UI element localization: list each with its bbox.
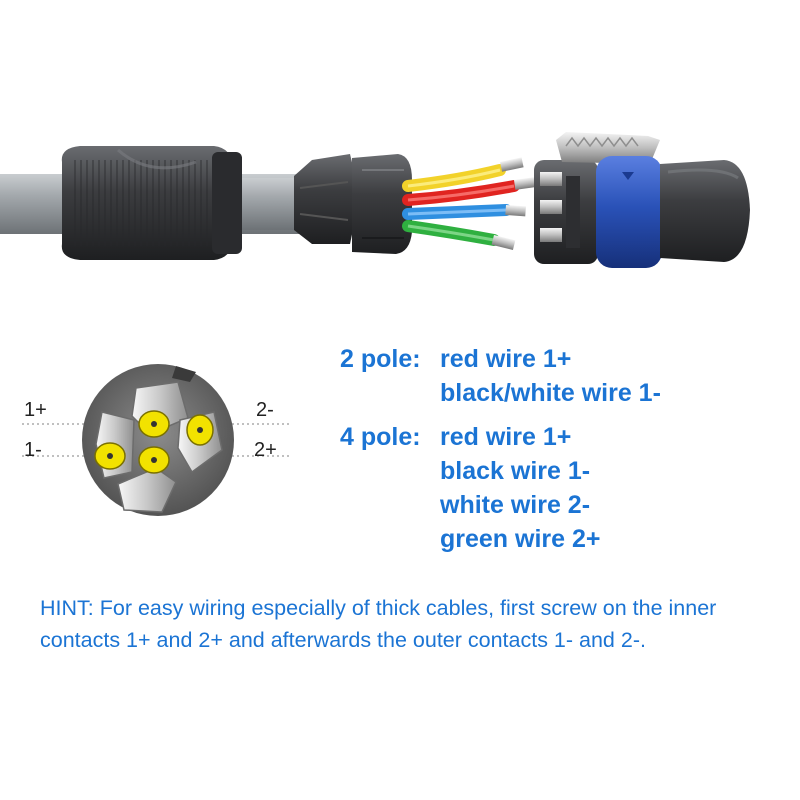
- two-pole-line-2: black/white wire 1-: [440, 379, 661, 407]
- pin-label-1-plus: 1+: [24, 399, 47, 421]
- colored-wires: [402, 157, 536, 251]
- four-pole-wiring: 4 pole: red wire 1+ black wire 1- white …: [340, 420, 601, 556]
- pin-label-2-plus: 2+: [254, 439, 277, 461]
- contact-disc: [82, 364, 234, 516]
- four-pole-line-1: red wire 1+: [440, 423, 572, 451]
- speakon-contact-pinout-icon: 1+ 1- 2- 2+: [22, 364, 290, 516]
- rear-nut: [61, 146, 242, 260]
- four-pole-row-4: green wire 2+: [340, 522, 601, 556]
- four-pole-row-1: 4 pole: red wire 1+: [340, 420, 601, 454]
- plug-insert: [534, 132, 750, 268]
- two-pole-line-1: red wire 1+: [440, 345, 572, 373]
- collet-insert: [294, 154, 412, 254]
- four-pole-line-3: white wire 2-: [440, 491, 591, 519]
- four-pole-line-2: black wire 1-: [440, 457, 591, 485]
- pin-label-2-minus: 2-: [256, 399, 274, 421]
- wiring-hint: HINT: For easy wiring especially of thic…: [40, 596, 717, 652]
- two-pole-row-2: black/white wire 1-: [340, 376, 661, 410]
- speakon-cable-connector-illustration: [0, 132, 750, 268]
- two-pole-wiring: 2 pole: red wire 1+ black/white wire 1-: [340, 342, 661, 410]
- four-pole-line-4: green wire 2+: [440, 525, 601, 553]
- screw-contacts: [94, 410, 214, 474]
- four-pole-heading: 4 pole:: [340, 423, 421, 451]
- two-pole-heading: 2 pole:: [340, 345, 421, 373]
- four-pole-row-2: black wire 1-: [340, 454, 601, 488]
- two-pole-row-1: 2 pole: red wire 1+: [340, 342, 661, 376]
- four-pole-row-3: white wire 2-: [340, 488, 601, 522]
- pin-label-1-minus: 1-: [24, 439, 42, 461]
